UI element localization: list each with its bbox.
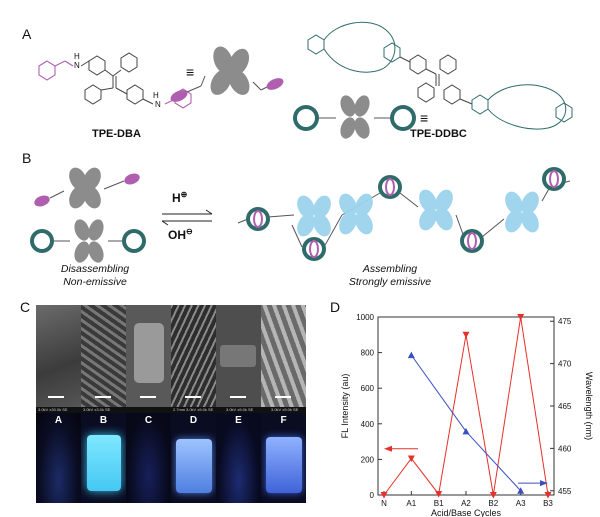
amine-h-label: H: [74, 52, 80, 61]
right-caption-line1: Assembling: [320, 263, 460, 276]
sem-tile-d-bar: [185, 396, 201, 398]
y-tick-label-left-2: 400: [361, 420, 375, 429]
vial-tile-c: C: [126, 413, 172, 503]
x-tick-label-0: N: [381, 499, 387, 508]
series-wavelength-point-1: [463, 428, 470, 435]
left-caption-line2: Non-emissive: [40, 276, 150, 289]
base-sup: ⊖: [186, 227, 193, 236]
vial-tile-d-letter: D: [171, 415, 216, 426]
acid-text: H: [172, 191, 181, 205]
acid-label: H⊕: [172, 190, 187, 205]
panel-c-letter: C: [20, 299, 30, 315]
sem-tile-a-bar: [48, 396, 64, 398]
assembled-polymer-chain: [232, 157, 572, 267]
acid-sup: ⊕: [181, 190, 188, 199]
sem-tile-c-sheet: [134, 323, 164, 383]
vial-tile-a: A: [36, 413, 82, 503]
sem-tile-e-bar: [230, 396, 246, 398]
vial-tile-f: F: [261, 413, 306, 503]
y-tick-label-right-2: 465: [558, 402, 572, 411]
y-axis-label-left: FL Intensity (au): [340, 374, 350, 439]
x-tick-label-5: A3: [516, 499, 526, 508]
amine-n-label-2: N: [155, 100, 161, 109]
sem-info-2: 2.7mm: [173, 407, 185, 412]
sem-tile-f: [261, 305, 306, 407]
series-fl-point-2: [435, 491, 442, 498]
sem-info-1: 3.0kV x3.0k SE: [83, 407, 110, 412]
vial-tile-b-letter: B: [81, 415, 126, 426]
red-axis-arrow-head: [384, 446, 392, 452]
y-tick-label-left-1: 200: [361, 455, 375, 464]
sem-info-4: 3.0kV x5.0k SE: [226, 407, 253, 412]
series-wavelength-point-0: [408, 352, 415, 359]
y-tick-label-right-1: 460: [558, 444, 572, 453]
amine-n-label: N: [74, 61, 80, 70]
sem-tile-f-bar: [275, 396, 291, 398]
panel-a: A H N H N TPE-DBA: [0, 0, 600, 150]
sem-tile-e-sheet: [220, 345, 256, 367]
series-fl-point-3: [463, 332, 470, 339]
base-label: OH⊖: [168, 227, 193, 242]
vial-tile-a-letter: A: [36, 415, 81, 426]
y-tick-label-right-3: 470: [558, 360, 572, 369]
disassembled-cartoon-bottom: [28, 215, 148, 265]
vial-tile-b: B: [81, 413, 127, 503]
x-axis-label: Acid/Base Cycles: [431, 508, 502, 517]
vial-photo-row: A B C D E F: [36, 413, 306, 503]
sem-info-3: 3.0kV x5.0k SE: [186, 407, 213, 412]
y-tick-label-right-4: 475: [558, 317, 572, 326]
x-tick-label-1: A1: [406, 499, 416, 508]
y-tick-label-left-0: 0: [370, 491, 375, 500]
sem-tile-b: [81, 305, 127, 407]
right-caption-line2: Strongly emissive: [320, 276, 460, 289]
vial-tile-f-letter: F: [261, 415, 306, 426]
sem-image-row: [36, 305, 306, 407]
right-caption: Assembling Strongly emissive: [320, 263, 460, 289]
base-text: OH: [168, 228, 186, 242]
y-tick-label-right-0: 455: [558, 487, 572, 496]
disassembled-cartoon-top: [30, 163, 150, 213]
x-tick-label-3: A2: [461, 499, 471, 508]
sem-info-0: 3.0kV x30.0k SE: [38, 407, 68, 412]
sem-tile-d: [171, 305, 217, 407]
vial-tile-c-letter: C: [126, 415, 171, 426]
x-tick-label-2: B1: [434, 499, 444, 508]
sem-tile-c: [126, 305, 172, 407]
tpe-dba-label: TPE-DBA: [92, 128, 141, 140]
vial-tile-d-glow: [176, 439, 212, 493]
vial-tile-e-letter: E: [216, 415, 261, 426]
tpe-ddbc-cartoon: [290, 88, 420, 148]
equilibrium-arrows: [158, 209, 216, 227]
amine-h-label-2: H: [153, 91, 159, 100]
y-tick-label-left-3: 600: [361, 384, 375, 393]
sem-tile-a: [36, 305, 82, 407]
x-tick-label-4: B2: [488, 499, 498, 508]
vial-tile-f-glow: [266, 437, 302, 493]
sem-tile-c-bar: [140, 396, 156, 398]
left-caption-line1: Disassembling: [40, 263, 150, 276]
panel-c: C 3.0kV x30.0k SE 3.0kV x3.0k SE 2.7mm 3…: [0, 295, 320, 517]
sem-tile-b-bar: [95, 396, 111, 398]
tpe-dba-cartoon: [165, 38, 285, 118]
equivalence-symbol-b: ≡: [420, 110, 428, 126]
panel-b: B Disassembling Non-emissive H⊕: [0, 145, 600, 295]
left-caption: Disassembling Non-emissive: [40, 263, 150, 289]
y-tick-label-left-4: 800: [361, 349, 375, 358]
sem-info-5: 3.0kV x5.0k SE: [271, 407, 298, 412]
y-axis-label-right: Wavelength (nm): [584, 372, 594, 440]
series-fl-line: [384, 317, 548, 495]
vial-tile-e: E: [216, 413, 262, 503]
vial-tile-b-glow: [87, 435, 121, 491]
equivalence-symbol-a: ≡: [186, 64, 194, 80]
x-tick-label-6: B3: [543, 499, 553, 508]
y-tick-label-left-5: 1000: [356, 313, 374, 322]
vial-tile-d: D: [171, 413, 217, 503]
sem-tile-e: [216, 305, 262, 407]
